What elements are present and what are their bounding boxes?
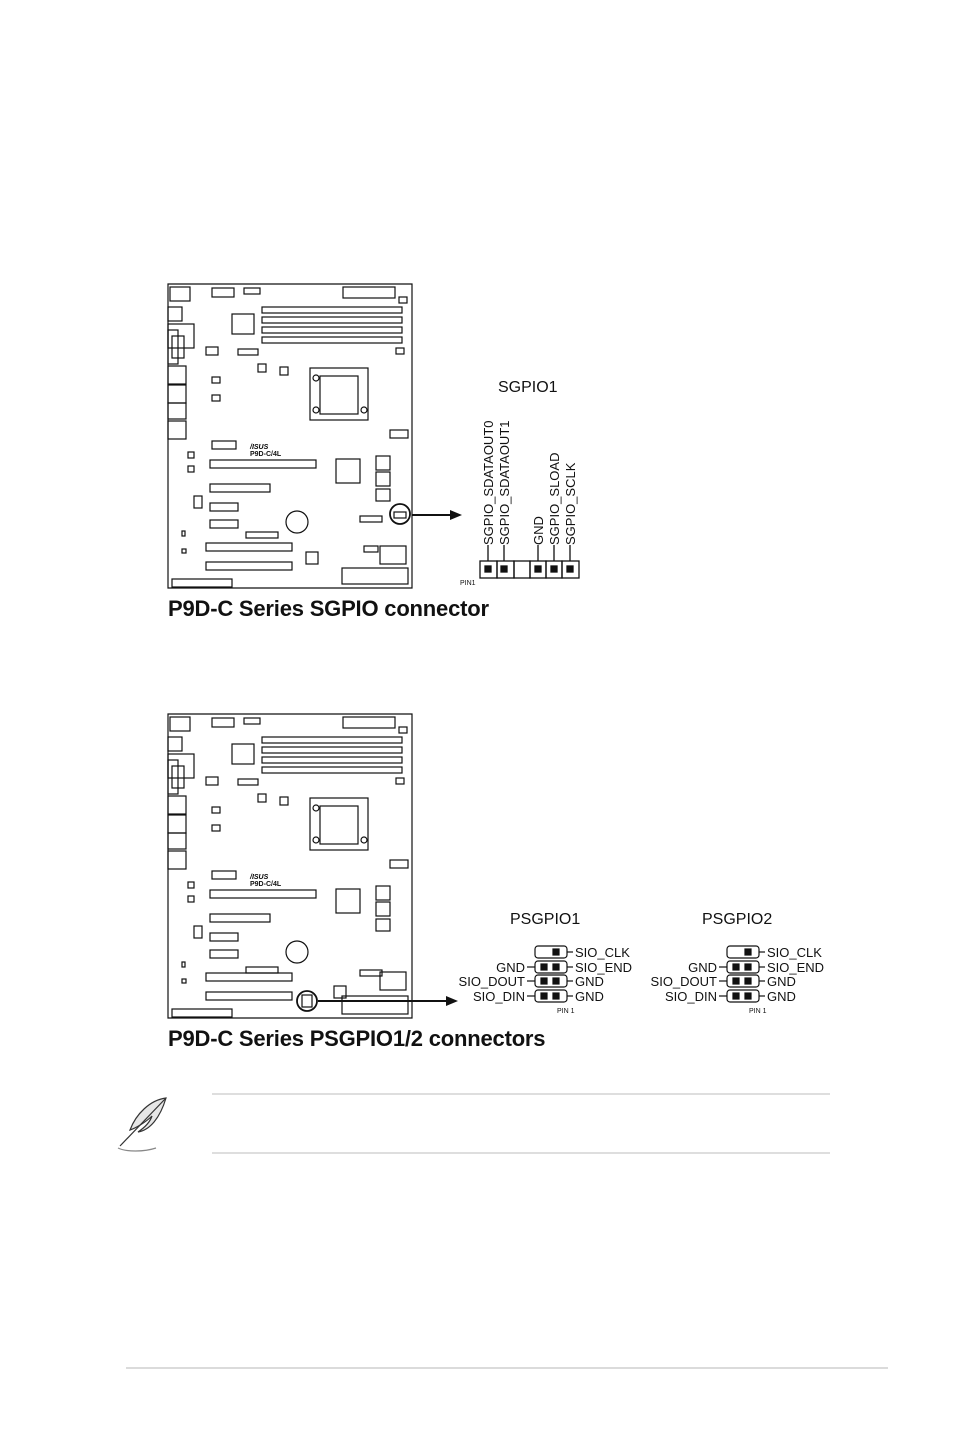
psgpio2-right-label: SIO_END — [767, 960, 824, 975]
board-label-2: P9D-C/4L — [250, 881, 281, 888]
psgpio1-right-label: SIO_END — [575, 960, 632, 975]
psgpio1-left-label: SIO_DOUT — [459, 974, 525, 989]
psgpio2-right-label: GND — [767, 989, 796, 1004]
psgpio1-right-label: SIO_CLK — [575, 945, 630, 960]
psgpio2-left-label: SIO_DOUT — [651, 974, 717, 989]
psgpio2-right-label: GND — [767, 974, 796, 989]
psgpio1-right-label: GND — [575, 974, 604, 989]
board-brand: /ISUS — [249, 874, 269, 881]
psgpio2-left-label: GND — [688, 960, 717, 975]
feather-pen-icon — [118, 1098, 166, 1151]
psgpio1-pin1-label: PIN 1 — [557, 1008, 575, 1015]
psgpio1-header-title: PSGPIO1 — [510, 911, 580, 929]
psgpio1-left-label: GND — [496, 960, 525, 975]
psgpio2-left-label: SIO_DIN — [665, 989, 717, 1004]
motherboard-outline — [168, 714, 412, 1018]
psgpio2-header-title: PSGPIO2 — [702, 911, 772, 929]
psgpio1-header-diagram — [527, 946, 573, 1002]
psgpio-caption: P9D-C Series PSGPIO1/2 connectors — [168, 1026, 545, 1052]
psgpio2-header-diagram — [719, 946, 765, 1002]
psgpio1-left-label: SIO_DIN — [473, 989, 525, 1004]
psgpio2-right-label: SIO_CLK — [767, 945, 822, 960]
psgpio2-pin1-label: PIN 1 — [749, 1008, 767, 1015]
psgpio1-right-label: GND — [575, 989, 604, 1004]
